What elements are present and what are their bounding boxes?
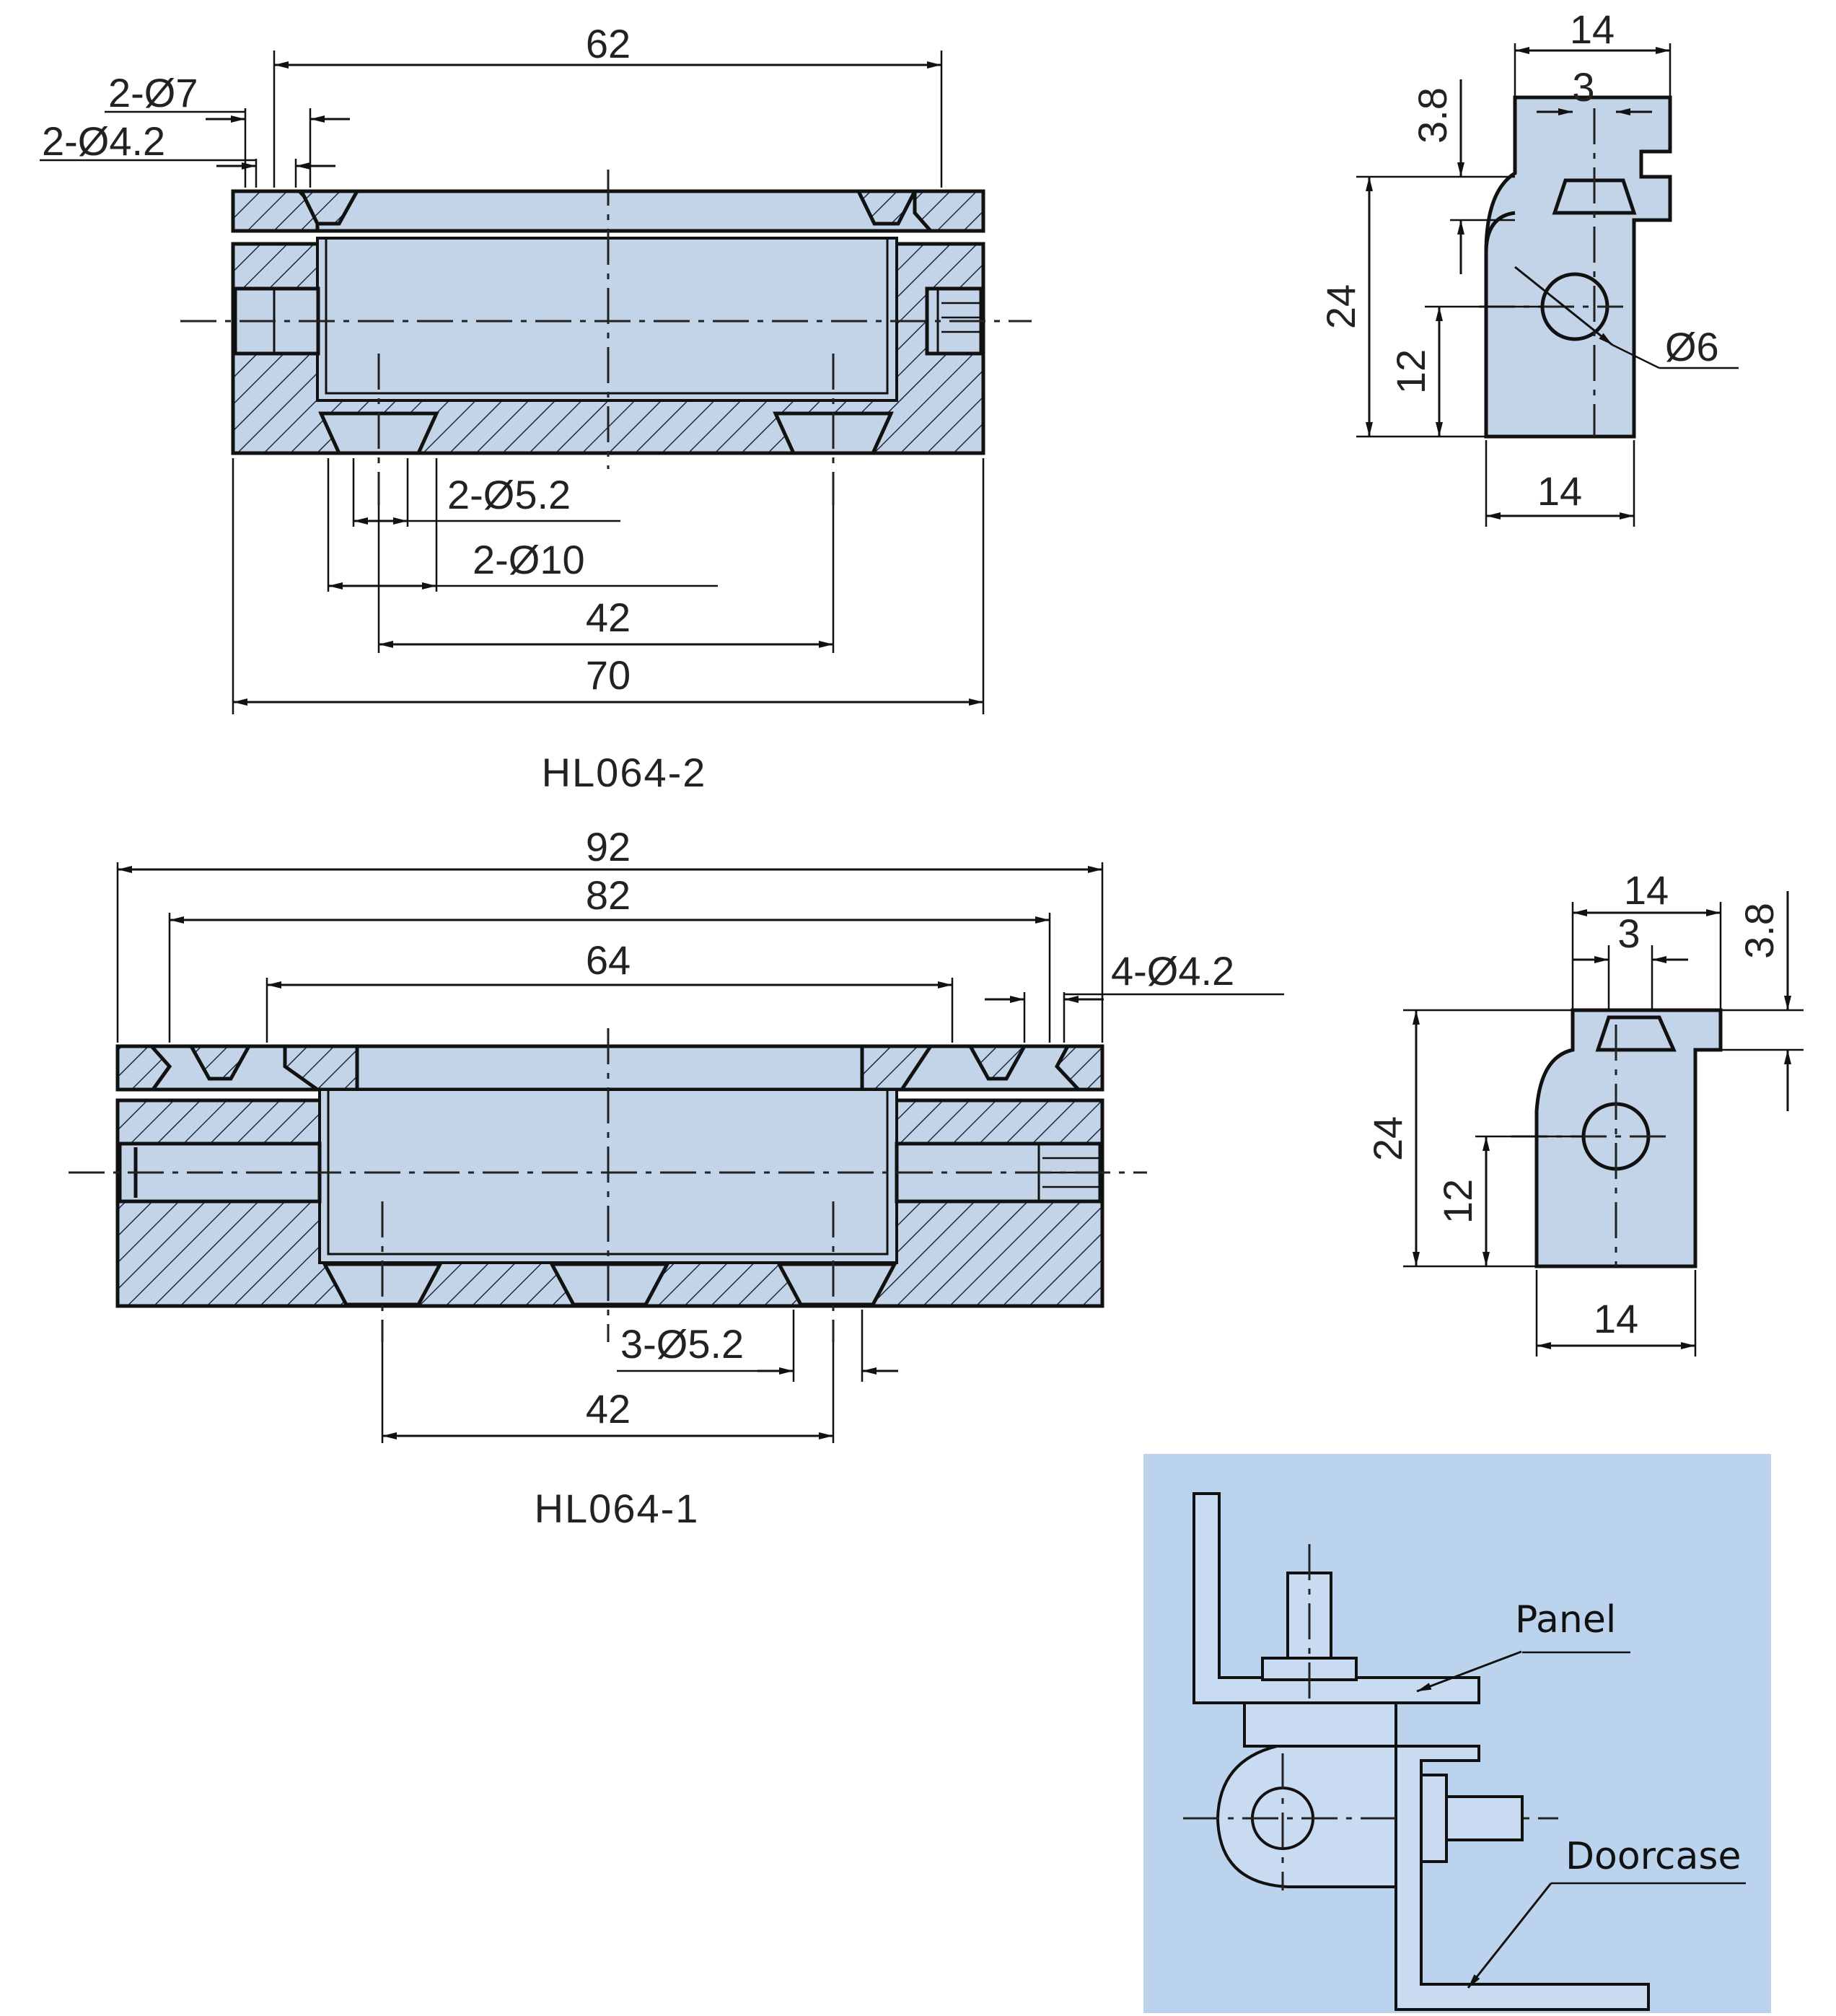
- hl064-2-side-dim-3-8: 3.8: [1410, 87, 1455, 144]
- hl064-2-side-dim-3: 3: [1572, 64, 1594, 110]
- hl064-1-side-dim-14-base: 14: [1594, 1296, 1638, 1341]
- installation-background: [1143, 1454, 1771, 2013]
- hl064-1-top-plate: [115, 1044, 1104, 1092]
- doorcase-bracket: [1394, 1745, 1650, 2011]
- hl064-2-dim-2-d5-2: 2-Ø5.2: [447, 472, 571, 517]
- hl064-1-dim-4-d4-2: 4-Ø4.2: [1111, 948, 1234, 994]
- hl064-2-side-dim-14-top: 14: [1570, 6, 1615, 52]
- hinge-top-block: [1243, 1701, 1397, 1748]
- doorcase-nut: [1420, 1774, 1448, 1863]
- hl064-1-front-view: 92 82 64 4-Ø4.2 3-Ø5.2 42 HL064-1: [69, 824, 1284, 1531]
- hl064-2-side-view: 14 3 3.8 24 12 Ø6 14: [1318, 6, 1739, 527]
- hl064-2-countersink-left-b: [298, 189, 361, 226]
- hl064-1-side-dim-3: 3: [1617, 911, 1640, 956]
- hl064-2-dim-70: 70: [586, 652, 631, 698]
- hl064-1-dim-64: 64: [586, 937, 631, 983]
- hl064-1-title: HL064-1: [535, 1486, 700, 1531]
- hl064-1-side-dim-14-top: 14: [1624, 867, 1669, 913]
- doorcase-label: Doorcase: [1565, 1835, 1741, 1878]
- hl064-1-dim-92: 92: [586, 824, 631, 869]
- hl064-1-dim-3-d5-2: 3-Ø5.2: [620, 1321, 744, 1367]
- doorcase-stud: [1445, 1795, 1524, 1841]
- hl064-2-front-view: 62 2-Ø7 2-Ø4.2 2-Ø5.2 2-Ø10 42 70 HL064-…: [40, 21, 1032, 795]
- hl064-2-side-dim-d6: Ø6: [1665, 324, 1719, 369]
- hl064-2-countersink-right-b: [913, 189, 985, 233]
- hl064-2-dim-2-d7: 2-Ø7: [108, 70, 198, 115]
- hl064-2-side-body: [1484, 95, 1672, 439]
- hl064-2-title: HL064-2: [542, 750, 707, 795]
- hl064-2-dim-42: 42: [586, 595, 631, 640]
- hl064-1-dim-42: 42: [586, 1386, 631, 1432]
- hl064-1-side-dim-12: 12: [1435, 1179, 1480, 1224]
- hl064-2-dim-2-d10: 2-Ø10: [473, 537, 585, 582]
- hl064-2-side-dim-14-base: 14: [1537, 468, 1582, 514]
- installation-diagram: Panel Doorcase: [1143, 1454, 1771, 2013]
- hl064-1-side-dim-3-8: 3.8: [1736, 903, 1782, 959]
- hl064-2-side-dim-12: 12: [1388, 349, 1433, 394]
- hl064-2-side-dim-24: 24: [1318, 284, 1363, 329]
- hl064-2-dim-62: 62: [586, 21, 631, 66]
- hl064-2-countersink-right: [855, 189, 918, 226]
- hl064-1-bottom-hole-mid: [548, 1262, 671, 1307]
- panel-label: Panel: [1515, 1598, 1616, 1642]
- hl064-1-side-view: 14 3 3.8 24 12 14: [1365, 867, 1804, 1357]
- hl064-2-dim-2-d4-2: 2-Ø4.2: [42, 118, 165, 164]
- hl064-1-bottom-hole-right: [776, 1262, 898, 1307]
- panel-bracket: [1192, 1492, 1480, 1704]
- hl064-1-dim-82: 82: [586, 872, 631, 918]
- hl064-1-side-dim-24: 24: [1365, 1116, 1410, 1161]
